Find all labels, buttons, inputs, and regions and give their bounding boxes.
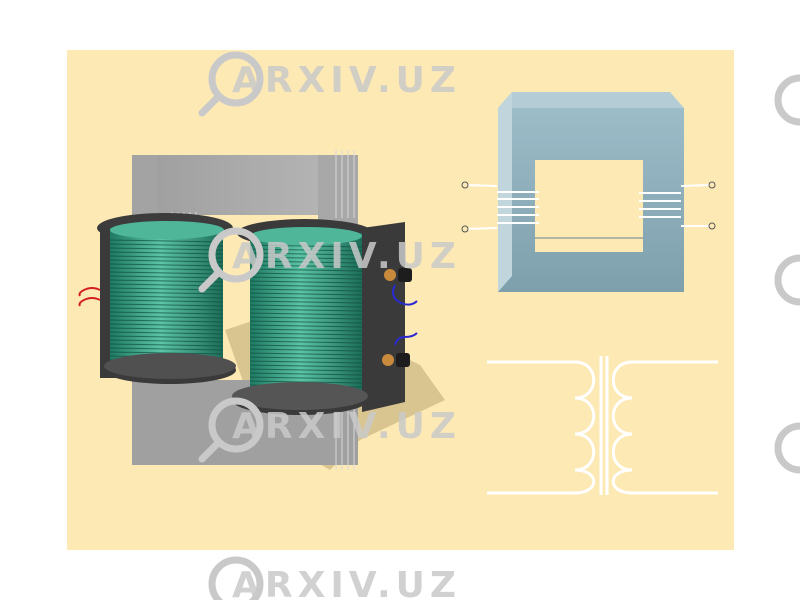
winding-turn: [249, 336, 363, 340]
winding-turn: [249, 344, 363, 348]
winding-turn: [109, 247, 224, 251]
winding-turn: [249, 284, 363, 288]
winding-turn: [109, 303, 224, 307]
winding-turn: [109, 311, 224, 315]
winding-turn: [249, 256, 363, 260]
winding-turn: [109, 263, 224, 267]
winding-turn: [249, 244, 363, 248]
magnifier-icon: [198, 397, 264, 463]
winding-turn: [109, 251, 224, 255]
winding-turn: [249, 292, 363, 296]
watermark-lower: ARXIV.UZ: [198, 397, 461, 463]
winding-turn: [249, 372, 363, 376]
winding-turn: [249, 308, 363, 312]
winding-turn: [109, 339, 224, 343]
winding-turn: [249, 328, 363, 332]
terminal-upper: [384, 268, 412, 282]
magnifier-icon: [208, 556, 264, 600]
winding-turn: [249, 348, 363, 352]
winding-turn: [109, 275, 224, 279]
winding-turn: [109, 259, 224, 263]
core-window: [535, 160, 643, 252]
terminal-lower: [382, 353, 410, 367]
winding-turn: [109, 243, 224, 247]
winding-turn: [249, 316, 363, 320]
winding-turn: [249, 296, 363, 300]
watermark-text: ARXIV.UZ: [232, 565, 461, 600]
winding-turn: [249, 252, 363, 256]
winding-turn: [249, 368, 363, 372]
winding-turn: [109, 315, 224, 319]
winding-turn: [109, 255, 224, 259]
winding-turn: [109, 331, 224, 335]
winding-turn: [109, 343, 224, 347]
winding-turn: [249, 340, 363, 344]
primary-lead-wire-1: [78, 287, 101, 297]
secondary-lead-wire-2: [394, 332, 418, 346]
winding-turn: [109, 295, 224, 299]
secondary-coil: [232, 219, 418, 415]
winding-turn: [249, 260, 363, 264]
winding-turn: [249, 324, 363, 328]
winding-turn: [109, 299, 224, 303]
winding-turn: [249, 264, 363, 268]
winding-turn: [109, 279, 224, 283]
magnifier-icon: [198, 51, 264, 117]
watermark-text: ARXIV.UZ: [232, 60, 461, 101]
winding-turn: [109, 351, 224, 355]
secondary-winding: [639, 181, 716, 230]
secondary-lead-wire-1: [392, 284, 418, 306]
watermark-group: ARXIV.UZ ARXIV.UZ ARXIV.UZ ARXIV.UZ: [198, 51, 800, 600]
winding-turn: [249, 276, 363, 280]
winding-turn: [109, 327, 224, 331]
winding-turn: [249, 320, 363, 324]
winding-turn: [109, 319, 224, 323]
primary-coil: [78, 213, 236, 384]
winding-turn: [249, 352, 363, 356]
winding-turn: [249, 376, 363, 380]
schematic-primary-coil: [487, 360, 596, 495]
winding-turn: [249, 300, 363, 304]
winding-turn: [249, 248, 363, 252]
winding-turn: [249, 268, 363, 272]
winding-turn: [249, 288, 363, 292]
winding-turn: [249, 356, 363, 360]
watermark-top: ARXIV.UZ: [198, 51, 461, 117]
watermark-text: ARXIV.UZ: [232, 406, 461, 447]
winding-turn: [109, 335, 224, 339]
winding-turn: [109, 239, 224, 243]
watermark-edge-icons: [774, 74, 800, 474]
winding-turn: [249, 304, 363, 308]
magnifier-icon: [198, 227, 264, 293]
watermark-bottom: ARXIV.UZ: [208, 556, 461, 600]
winding-turn: [109, 267, 224, 271]
primary-winding: [461, 181, 539, 233]
core-winding-diagram: [461, 92, 716, 292]
transformer-3d-model: [78, 150, 445, 470]
watermark-text: ARXIV.UZ: [232, 236, 461, 277]
winding-turn: [249, 360, 363, 364]
winding-turn: [249, 272, 363, 276]
watermark-middle: ARXIV.UZ: [198, 227, 461, 293]
winding-turn: [109, 323, 224, 327]
winding-turn: [249, 364, 363, 368]
winding-turn: [249, 312, 363, 316]
winding-turn: [109, 271, 224, 275]
primary-lead-wire-2: [78, 297, 101, 307]
transformer-schematic-symbol: [487, 356, 718, 495]
winding-turn: [109, 347, 224, 351]
winding-turn: [249, 380, 363, 384]
winding-turn: [249, 280, 363, 284]
winding-turn: [249, 332, 363, 336]
winding-turn: [109, 291, 224, 295]
schematic-secondary-coil: [611, 360, 718, 495]
winding-turn: [109, 307, 224, 311]
